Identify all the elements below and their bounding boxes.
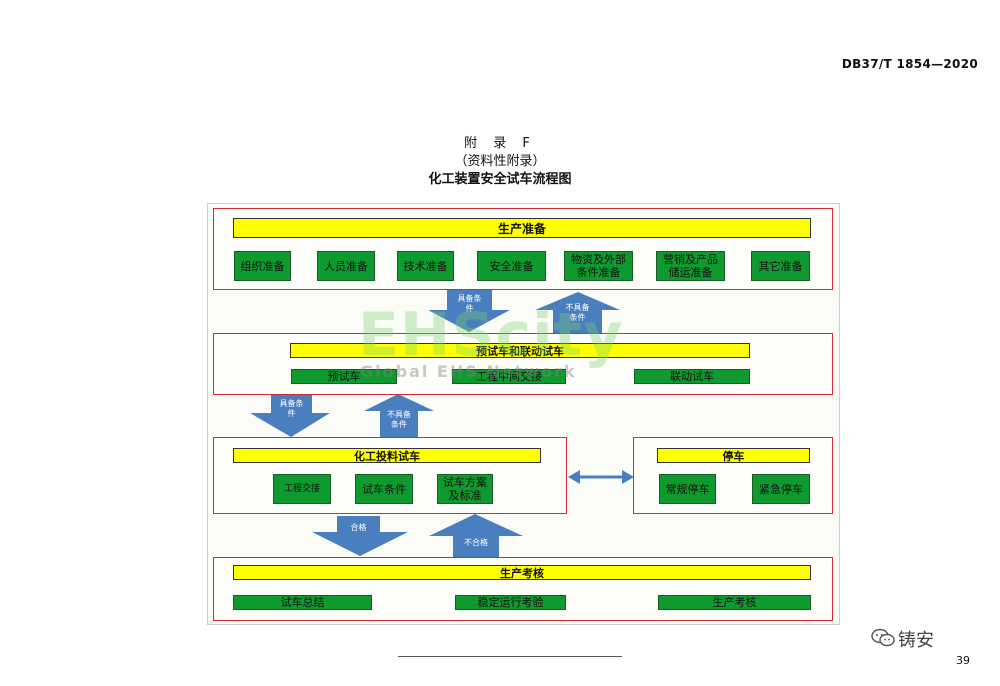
prep-item-technical: 技术准备	[397, 251, 454, 281]
section-production-assessment-title: 生产考核	[233, 565, 811, 580]
prep-item-materials: 物资及外部 条件准备	[564, 251, 633, 281]
section-feed-commissioning-title: 化工投料试车	[233, 448, 541, 463]
feed-item-conditions: 试车条件	[355, 474, 413, 504]
arrow-label-unqualified-2: 不具备 条件	[387, 410, 411, 429]
pre-item-linked-commission: 联动试车	[634, 369, 750, 384]
shutdown-item-normal: 常规停车	[659, 474, 716, 504]
arrow-down-qualified-3	[312, 516, 408, 556]
prep-item-personnel: 人员准备	[317, 251, 375, 281]
arrow-label-qualified-1: 具备条 件	[457, 294, 482, 313]
shutdown-item-emergency: 紧急停车	[752, 474, 810, 504]
appendix-type: （资料性附录）	[454, 154, 546, 169]
assess-item-stable-run: 稳定运行考验	[455, 595, 566, 610]
prep-item-other: 其它准备	[751, 251, 810, 281]
feed-item-handover: 工程交接	[273, 474, 331, 504]
prep-item-marketing: 营销及产品 储运准备	[656, 251, 725, 281]
watermark-tagline: Global EHS Network	[360, 362, 577, 381]
arrow-up-unqualified-2	[364, 394, 434, 437]
prep-item-safety: 安全准备	[477, 251, 546, 281]
page-number: 39	[956, 654, 970, 667]
section-shutdown-title: 停车	[657, 448, 810, 463]
wechat-account-name: 铸安	[898, 630, 934, 651]
arrow-label-unqualified-1: 不具备 条件	[565, 303, 590, 322]
wechat-icon	[871, 628, 895, 647]
appendix-label: 附 录 F	[464, 136, 536, 151]
pre-item-handover: 工程中间交接	[452, 369, 566, 384]
footer-line	[398, 656, 622, 657]
arrow-label-qualified-2: 具备条 件	[279, 399, 304, 418]
arrow-down-qualified-2	[250, 395, 330, 437]
arrow-label-unqualified-3: 不合格	[464, 538, 488, 547]
figure-title: 化工装置安全试车流程图	[428, 172, 572, 187]
feed-item-plan: 试车方案 及标准	[437, 474, 493, 504]
arrow-label-qualified-3: 合格	[350, 523, 367, 532]
watermark-logo: EHScity	[358, 300, 624, 370]
arrow-up-unqualified-3	[429, 514, 523, 557]
assess-item-summary: 试车总结	[233, 595, 372, 610]
standard-code: DB37/T 1854—2020	[841, 57, 978, 71]
arrow-down-qualified-1	[428, 290, 510, 332]
section-production-prep-title: 生产准备	[233, 218, 811, 238]
prep-item-organization: 组织准备	[234, 251, 291, 281]
arrow-up-unqualified-1	[535, 292, 620, 334]
section-pre-commissioning-title: 预试车和联动试车	[290, 343, 750, 358]
assess-item-production: 生产考核	[658, 595, 811, 610]
pre-item-precommission: 预试车	[291, 369, 397, 384]
